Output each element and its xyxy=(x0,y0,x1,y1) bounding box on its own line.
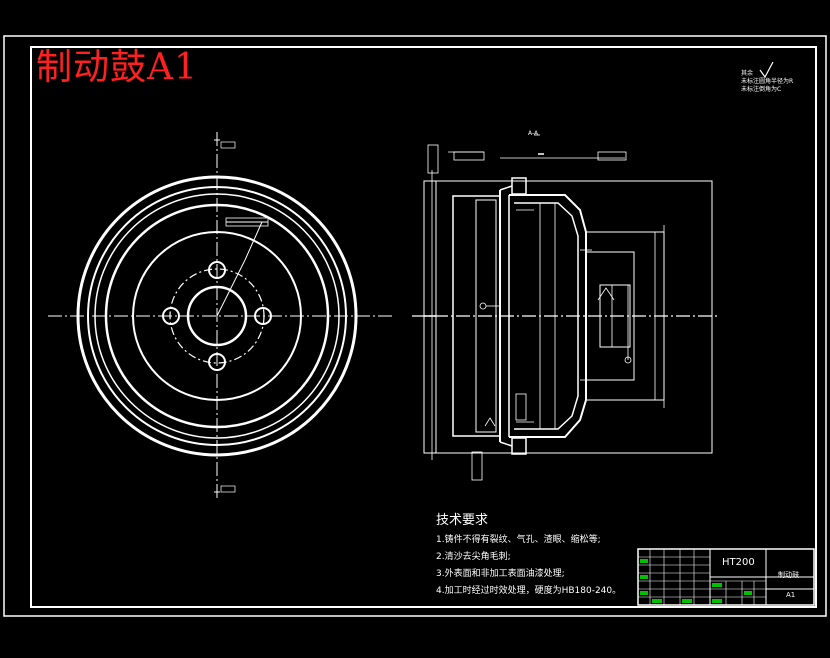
title-block xyxy=(637,548,815,606)
technical-requirements: 技术要求 1.铸件不得有裂纹、气孔、渣眼、缩松等; 2.清沙去尖角毛刺; 3.外… xyxy=(436,512,621,600)
section-view xyxy=(412,134,720,481)
tech-heading: 技术要求 xyxy=(436,513,489,528)
tech-item-3: 3.外表面和非加工表面油漆处理; xyxy=(436,569,565,579)
inner-border xyxy=(30,46,817,608)
section-label: A-A xyxy=(528,130,539,137)
tech-item-1: 1.铸件不得有裂纹、气孔、渣眼、缩松等; xyxy=(436,535,601,545)
tech-item-4: 4.加工时经过时效处理，硬度为HB180-240。 xyxy=(436,586,622,596)
material-label: HT200 xyxy=(722,557,755,568)
roughness-line-1: 未标注圆角半径为R xyxy=(741,78,794,85)
title-block-green-marks xyxy=(640,559,752,603)
roughness-symbol xyxy=(759,61,774,79)
roughness-note: 其余 未标注圆角半径为R 未标注倒角为C xyxy=(741,70,793,94)
drawing-title: 制动鼓A1 xyxy=(36,47,198,88)
roughness-line-2: 未标注倒角为C xyxy=(741,86,782,93)
roughness-label: 其余 xyxy=(741,70,754,77)
sheet-size: A1 xyxy=(786,591,796,599)
outer-border xyxy=(3,35,827,617)
tech-item-2: 2.清沙去尖角毛刺; xyxy=(436,552,511,562)
front-view xyxy=(48,132,392,498)
part-name: 制动鼓 xyxy=(778,571,799,579)
